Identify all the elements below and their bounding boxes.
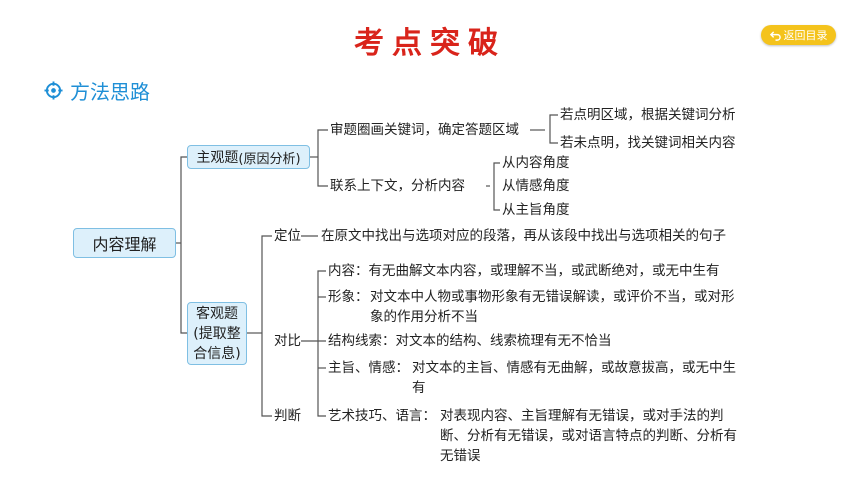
section-label: 方法思路 [70,80,150,104]
subjective-branch1: 审题圈画关键词，确定答题区域 [330,122,519,138]
check-item-text: 对文本中人物或事物形象有无错误解读，或评价不当，或对形象的作用分析不当 [370,289,735,325]
subjective-branch2-item: 从内容角度 [502,155,570,171]
page-title: 考点突破 [354,26,506,61]
back-to-contents-button[interactable]: 返回目录 [761,25,836,45]
check-item: 内容：有无曲解文本内容，或理解不当，或武断绝对，或无中生有 [328,263,720,279]
section-heading: 方法思路 [44,76,150,105]
check-item-label: 艺术技巧、语言： [328,408,436,424]
target-icon [44,81,63,100]
subjective-branch2-item: 从主旨角度 [502,202,570,218]
check-item: 结构线索：对文本的结构、线索梳理有无不恰当 [328,333,612,349]
check-item-label: 主旨、情感： [328,360,409,376]
check-item-label: 结构线索 [328,333,382,349]
subjective-branch2: 联系上下文，分析内容 [330,178,465,194]
subjective-label: 主观题 [196,150,239,166]
compare-label: 对比 [274,333,301,349]
objective-label-line2: (提取整 [193,325,241,342]
return-arrow-icon [769,30,781,41]
subjective-branch2-item: 从情感角度 [502,178,570,194]
check-item-label: 形象： [328,289,369,305]
subjective-branch1-item: 若点明区域，根据关键词分析 [560,107,736,123]
subjective-branch1-item: 若未点明，找关键词相关内容 [560,135,736,151]
root-node: 内容理解 [73,228,176,258]
locate-label: 定位 [274,228,301,244]
objective-label-line3: 合信息) [193,345,241,362]
check-item-text: 对文本的主旨、情感有无曲解，或故意拔高，或无中生有 [412,360,736,396]
objective-node: 客观题 (提取整 合信息) [187,302,247,365]
check-item-label: 内容 [328,263,355,279]
back-to-contents-label: 返回目录 [783,29,828,42]
subjective-note: (原因分析) [238,151,301,167]
check-item-text: 有无曲解文本内容，或理解不当，或武断绝对，或无中生有 [368,263,720,279]
objective-label-line1: 客观题 [196,305,238,322]
check-item-text: 对文本的结构、线索梳理有无不恰当 [395,333,612,349]
judge-label: 判断 [274,408,301,424]
check-item-text: 对表现内容、主旨理解有无错误，或对手法的判断、分析有无错误，或对语言特点的判断、… [440,408,737,464]
locate-text: 在原文中找出与选项对应的段落，再从该段中找出与选项相关的句子 [321,228,726,244]
subjective-node: 主观题(原因分析) [187,145,310,169]
